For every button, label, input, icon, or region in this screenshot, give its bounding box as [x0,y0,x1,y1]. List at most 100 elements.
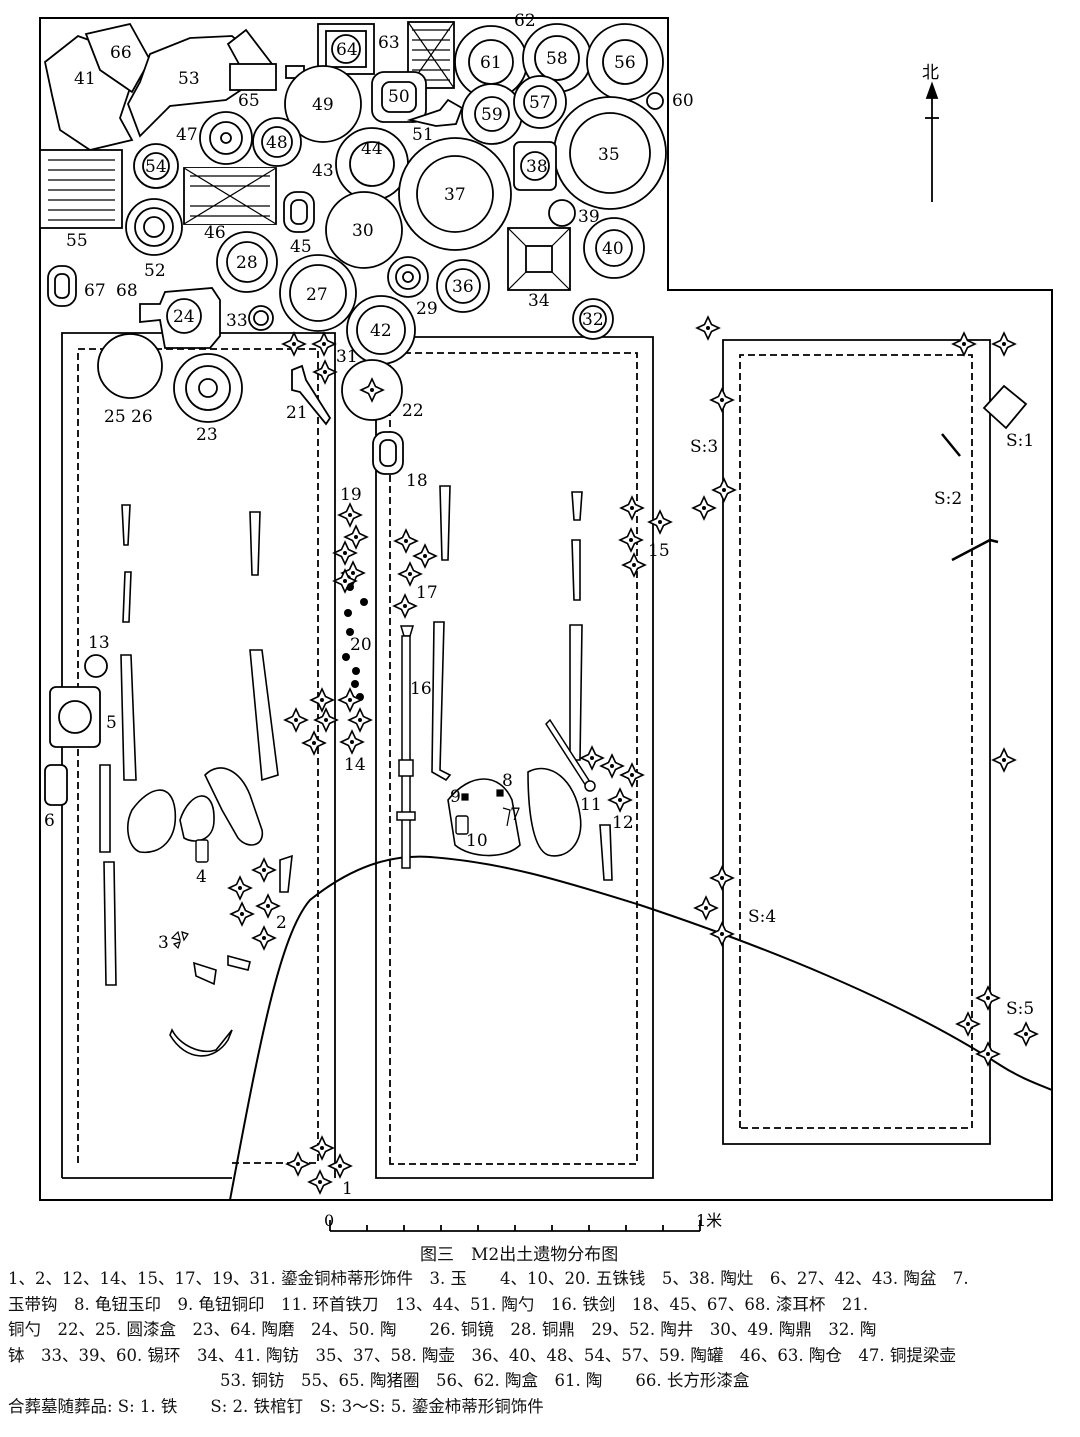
legend-line: 1、2、12、14、15、17、19、31. 鎏金铜柿蒂形饰件 3. 玉 4、1… [8,1269,969,1288]
label-44: 44 [361,139,383,159]
label-s1: S:1 [1006,431,1034,451]
figure-caption: 图三 M2出土遗物分布图 [420,1245,619,1265]
label-48: 48 [266,133,288,153]
label-57: 57 [529,93,551,113]
label-6: 6 [44,811,55,831]
label-1: 1 [342,1179,353,1199]
label-36: 36 [452,277,474,297]
label-62: 62 [514,11,536,31]
label-9: 9 [450,787,461,807]
scale-one-meter: 1米 [696,1211,722,1230]
label-45: 45 [290,237,312,257]
label-35: 35 [598,145,620,165]
label-67: 67 [84,281,106,301]
item-25-round-lacquer-box [97,333,163,399]
label-27: 27 [306,285,328,305]
label-56: 56 [614,53,636,73]
north-label: 北 [922,63,939,83]
north-arrow [925,81,939,202]
label-24: 24 [173,307,195,327]
item-s2-iron-coffin-nail [941,433,999,562]
item-4-wuzhu-coins [195,839,209,863]
label-42: 42 [370,321,392,341]
label-s4: S:4 [748,907,776,927]
item-65-pig-pen [229,63,277,91]
label-39: 39 [578,207,600,227]
tomb-outline [39,17,1053,1201]
label-32: 32 [582,310,604,330]
label-11: 11 [580,795,602,815]
label-47: 47 [176,125,198,145]
label-34: 34 [528,291,550,311]
label-29: 29 [416,299,438,319]
legend-line: 玉带钩 8. 龟钮玉印 9. 龟钮铜印 11. 环首铁刀 13、44、51. 陶… [8,1294,869,1314]
legend-line: 53. 铜钫 55、65. 陶猪圈 56、62. 陶盒 61. 陶 66. 长方… [220,1371,750,1390]
tomb-plan-diagram: 北 0 1米 [39,11,1053,1232]
label-53: 53 [178,69,200,89]
item-20-wuzhu-coins [342,583,368,701]
item-13-pottery-ladle [84,654,108,678]
label-38: 38 [526,157,548,177]
label-8: 8 [502,771,513,791]
label-66: 66 [110,43,132,63]
item-7-8-9-seals [461,789,511,827]
label-55: 55 [66,231,88,251]
label-63: 63 [378,33,400,53]
label-54: 54 [145,157,167,177]
item-3-jade [170,930,189,950]
label-41: 41 [74,69,96,89]
label-10: 10 [466,831,488,851]
label-4: 4 [196,867,207,887]
label-61: 61 [480,53,502,73]
item-53-bronze-fang [127,35,264,138]
label-2: 2 [276,913,287,933]
label-s2: S:2 [934,489,962,509]
item-66-lacquer-box [84,22,152,94]
label-21: 21 [286,403,308,423]
label-12: 12 [612,813,634,833]
label-15: 15 [648,541,670,561]
east-coffin [722,339,991,1145]
item-49-pottery-ding [284,65,362,143]
item-55-pig-pen [39,149,123,229]
scale-bar [329,1220,701,1232]
label-31: 31 [336,347,358,367]
label-23: 23 [196,425,218,445]
label-18: 18 [406,471,428,491]
label-58: 58 [546,49,568,69]
label-17: 17 [416,583,438,603]
label-37: 37 [444,185,466,205]
label-19: 19 [340,485,362,505]
label-20: 20 [350,635,372,655]
item-11-iron-knife [545,718,596,792]
legend-line: 铜勺 22、25. 圆漆盒 23、64. 陶磨 24、50. 陶 26. 铜镜 … [8,1320,877,1339]
label-16: 16 [410,679,432,699]
label-40: 40 [602,239,624,259]
item-16-iron-sword [396,625,416,869]
item-s1-iron [982,384,1028,430]
label-65: 65 [238,91,260,111]
item-39-tin-ring [548,199,576,227]
label-30: 30 [352,221,374,241]
label-7: 7 [510,805,521,825]
label-33: 33 [226,311,248,331]
figure-legend: 1、2、12、14、15、17、19、31. 鎏金铜柿蒂形饰件 3. 玉 4、1… [8,1266,1072,1419]
label-60: 60 [672,91,694,111]
label-52: 52 [144,261,166,281]
legend-line: 合葬墓随葬品: S: 1. 铁 S: 2. 铁棺钉 S: 3～S: 5. 鎏金柿… [8,1396,544,1416]
label-64: 64 [336,40,358,60]
label-14: 14 [344,755,366,775]
label-43: 43 [312,161,334,181]
label-28: 28 [236,253,258,273]
label-s5: S:5 [1006,999,1034,1019]
label-13: 13 [88,633,110,653]
item-10-wuzhu-coins [455,815,469,835]
legend-line: 钵 33、39、60. 锡环 34、41. 陶钫 35、37、58. 陶壶 36… [8,1345,956,1365]
label-49: 49 [312,95,334,115]
middle-coffin [375,336,654,1179]
item-30-pottery-ding [325,191,403,269]
label-59: 59 [481,105,503,125]
scale-zero: 0 [324,1211,334,1230]
label-5: 5 [106,713,117,733]
label-68: 68 [116,281,138,301]
